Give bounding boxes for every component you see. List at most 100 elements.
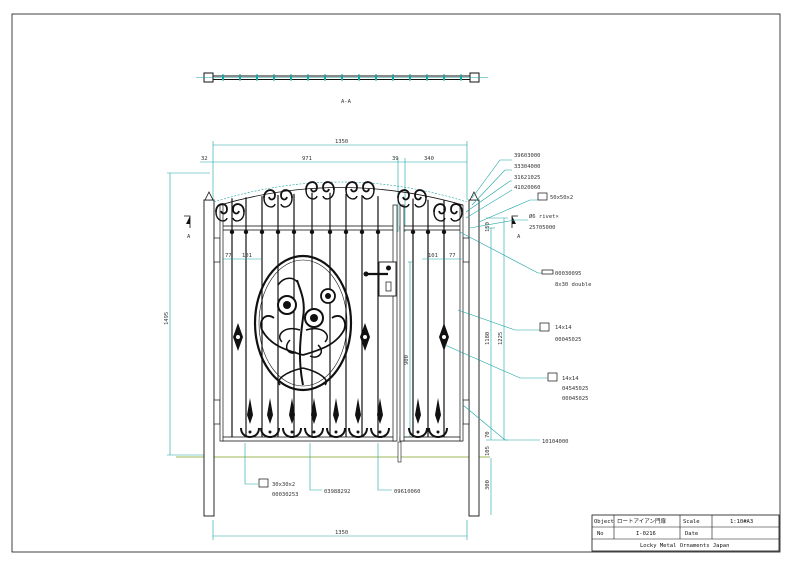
callouts-right: 39603000 33304000 31621025 41020060 50x5… (444, 153, 591, 445)
tb-no-label: No (597, 531, 604, 537)
rivet (441, 229, 447, 235)
rivet (359, 229, 365, 235)
title-block: Object ロートアイアン門扉 Scale 1:10#A3 No I-0216… (591, 514, 780, 552)
tb-company: Locky Metal Ornaments Japan (640, 543, 729, 549)
rivet (312, 430, 316, 434)
scroll (263, 197, 276, 208)
tb-object-label: Object (594, 519, 614, 525)
tb-object-value: ロートアイアン門扉 (617, 517, 667, 525)
rivet (410, 229, 416, 235)
bottom-scroll (282, 427, 302, 438)
callout-10: 14x14 (555, 325, 572, 331)
dim-overall-top: 1350 (335, 139, 348, 145)
callout-6: Ø6 rivet× (529, 213, 559, 220)
scroll (450, 203, 463, 215)
rivet (291, 229, 297, 235)
rail-dimensions: 77 101 101 77 (222, 253, 462, 260)
spear-finial (289, 398, 295, 424)
callout-1: 39603000 (514, 153, 541, 159)
callout-7: 25705000 (529, 225, 556, 231)
rivet (327, 229, 333, 235)
bottom-scroll (240, 427, 260, 438)
callout-4: 41020060 (514, 185, 541, 191)
scroll (280, 197, 293, 208)
rivet (243, 229, 249, 235)
rosette-center (363, 335, 367, 339)
scroll (450, 211, 463, 222)
rivet (248, 430, 252, 434)
spear-finial (267, 398, 273, 424)
bottom-scroll (304, 427, 324, 438)
scroll (215, 211, 228, 222)
callout-15: 10104000 (542, 439, 569, 445)
callout-12: 14x14 (562, 376, 579, 382)
callouts-bottom: 30x30x2 00030253 03988292 09610060 (244, 443, 421, 498)
bottom-scroll (370, 427, 390, 438)
rivet (334, 430, 338, 434)
dim-rail-right-b: 77 (449, 253, 456, 259)
side-dimensions: 1495 150 1180 1225 70 105 300 900 (164, 172, 508, 515)
rivet (425, 229, 431, 235)
dim-foundation: 300 (485, 480, 491, 490)
section-label: A-A (341, 99, 352, 105)
bottom-scroll (428, 427, 448, 438)
callout-5: 50x50x2 (550, 195, 573, 201)
scroll (433, 203, 446, 215)
rivet (356, 430, 360, 434)
rivet (343, 229, 349, 235)
scroll (414, 189, 427, 201)
callout-9: 8x30 double (555, 282, 591, 288)
oval-medallion (253, 254, 353, 392)
scroll (362, 181, 375, 193)
scroll (362, 189, 375, 200)
spear-finial (311, 398, 317, 424)
dim-left-offset: 32 (201, 156, 208, 162)
spear-finial (247, 398, 253, 424)
section-mark-left: A (187, 234, 191, 240)
callout-3: 31621025 (514, 175, 541, 181)
dim-overall-bottom: 1350 (335, 530, 348, 536)
scroll (280, 189, 293, 201)
spear-finial (435, 398, 441, 424)
rivet (229, 229, 235, 235)
dim-gap: 39 (392, 156, 399, 162)
callout-b1b: 00030253 (272, 492, 299, 498)
scroll (232, 211, 245, 222)
scroll (305, 189, 318, 200)
rosette-center (442, 335, 446, 339)
bottom-scroll (348, 427, 368, 438)
callout-b1a: 30x30x2 (272, 482, 295, 488)
callout-8: 00030095 (555, 271, 582, 277)
callout-11: 00045025 (555, 337, 582, 343)
callout-b2: 03988292 (324, 489, 351, 495)
rivet (378, 430, 382, 434)
dim-rail-right-a: 101 (428, 253, 438, 259)
dim-rail-left-a: 77 (225, 253, 232, 259)
dim-rail-left-b: 101 (242, 253, 252, 259)
dim-inner-b: 1225 (498, 332, 504, 345)
rivet (436, 430, 440, 434)
tb-scale-value: 1:10#A3 (730, 519, 753, 525)
scroll (322, 181, 335, 193)
scroll (232, 203, 245, 215)
scroll (433, 211, 446, 222)
scroll (345, 181, 358, 193)
dim-bottom-b: 105 (485, 446, 491, 456)
bottom-scroll (260, 427, 280, 438)
spear-finial (355, 398, 361, 424)
scroll (215, 203, 228, 215)
rivet (275, 229, 281, 235)
scroll (414, 197, 427, 208)
section-mark-right: A (517, 234, 521, 240)
spear-finial (415, 398, 421, 424)
section-view: A-A (196, 72, 488, 105)
rivet (309, 229, 315, 235)
dim-inner-a: 1180 (485, 332, 491, 345)
callout-14: 00045025 (562, 396, 589, 402)
bottom-scroll (408, 427, 428, 438)
rivet (416, 430, 420, 434)
rivet (375, 229, 381, 235)
rosette-center (236, 335, 240, 339)
drawing-frame (11, 13, 781, 553)
